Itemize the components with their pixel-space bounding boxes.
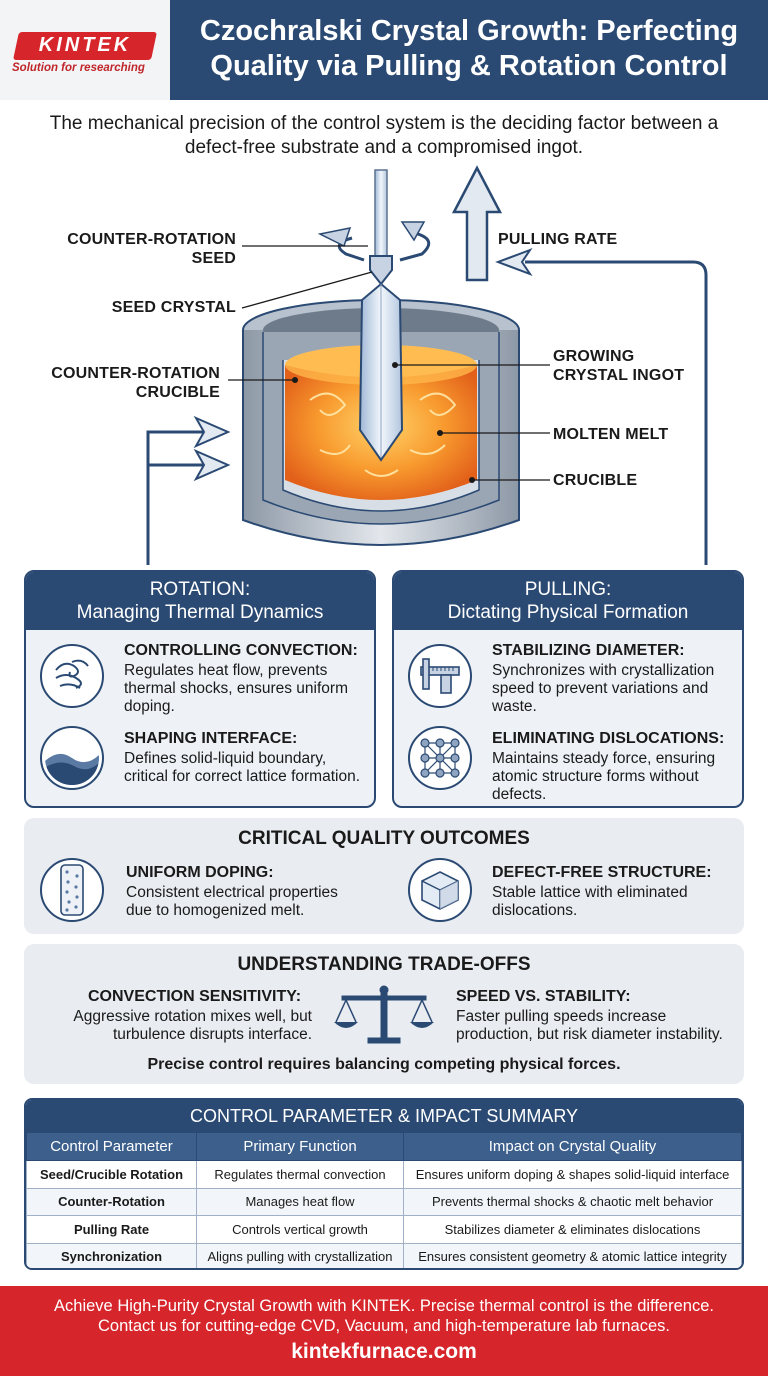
- table-cell: Regulates thermal convection: [196, 1160, 404, 1189]
- table-header-cell: Primary Function: [196, 1132, 404, 1161]
- table-header-cell: Control Parameter: [26, 1132, 197, 1161]
- rotation-subheading: Managing Thermal Dynamics: [76, 602, 324, 623]
- logo-tagline: Solution for researching: [12, 62, 145, 74]
- table-header-cell: Impact on Crystal Quality: [403, 1132, 742, 1161]
- convection-title: CONTROLLING CONVECTION:: [124, 642, 358, 659]
- footer-line-1: Achieve High-Purity Crystal Growth with …: [54, 1297, 714, 1315]
- logo[interactable]: KINTEK Solution for researching: [0, 0, 170, 100]
- rotation-item-interface: SHAPING INTERFACE: Defines solid-liquid …: [26, 720, 374, 804]
- table-cell: Aligns pulling with crystallization: [196, 1242, 404, 1268]
- table-row: Seed/Crucible Rotation Regulates thermal…: [26, 1160, 742, 1189]
- table-row: Pulling Rate Controls vertical growth St…: [26, 1215, 742, 1244]
- label-seed-crystal: SEED CRYSTAL: [111, 299, 236, 316]
- table-cell: Ensures consistent geometry & atomic lat…: [403, 1242, 742, 1268]
- interface-text: Defines solid-liquid boundary, critical …: [124, 750, 361, 785]
- rotation-heading: ROTATION:: [149, 579, 251, 600]
- convection-sensitivity-text: Aggressive rotation mixes well, but turb…: [73, 1008, 312, 1043]
- footer-line-2: Contact us for cutting-edge CVD, Vacuum,…: [98, 1317, 670, 1335]
- header: KINTEK Solution for researching Czochral…: [0, 0, 768, 100]
- rotation-panel-header: ROTATION: Managing Thermal Dynamics: [26, 572, 374, 630]
- speed-stability-title: SPEED VS. STABILITY:: [456, 988, 631, 1005]
- table-cell: Manages heat flow: [196, 1187, 404, 1216]
- summary-table: Control Parameter Primary Function Impac…: [26, 1132, 742, 1268]
- table-cell: Synchronization: [26, 1242, 197, 1268]
- czochralski-diagram: COUNTER-ROTATION SEED SEED CRYSTAL COUNT…: [0, 160, 768, 580]
- pulling-panel: PULLING: Dictating Physical Formation ST…: [392, 570, 744, 808]
- table-row: Synchronization Aligns pulling with crys…: [26, 1242, 742, 1268]
- label-crucible: CRUCIBLE: [553, 472, 638, 489]
- interface-wave-icon: [40, 726, 104, 790]
- table-cell: Counter-Rotation: [26, 1187, 197, 1216]
- pulling-item-dislocations: ELIMINATING DISLOCATIONS: Maintains stea…: [394, 720, 742, 804]
- label-pulling-rate: PULLING RATE: [498, 231, 618, 248]
- balance-scale-icon: [332, 982, 436, 1051]
- logo-text: KINTEK: [38, 34, 132, 56]
- interface-title: SHAPING INTERFACE:: [124, 730, 298, 747]
- page-title: Czochralski Crystal Growth: Perfecting Q…: [170, 0, 768, 100]
- table-cell: Stabilizes diameter & eliminates disloca…: [403, 1215, 742, 1244]
- summary-table-container: CONTROL PARAMETER & IMPACT SUMMARY Contr…: [24, 1098, 744, 1270]
- label-counter-rotation-seed: COUNTER-ROTATION SEED: [67, 231, 236, 267]
- subtitle: The mechanical precision of the control …: [49, 113, 719, 158]
- diagram-illustration: [146, 165, 708, 565]
- defect-free-text: Stable lattice with eliminated dislocati…: [492, 884, 688, 919]
- crystal-cube-icon: [408, 858, 472, 922]
- table-cell: Controls vertical growth: [196, 1215, 404, 1244]
- pulling-subheading: Dictating Physical Formation: [447, 602, 689, 623]
- pulling-heading: PULLING:: [524, 579, 612, 600]
- summary-table-title: CONTROL PARAMETER & IMPACT SUMMARY: [26, 1100, 742, 1132]
- dislocations-title: ELIMINATING DISLOCATIONS:: [492, 730, 725, 747]
- uniform-doping-title: UNIFORM DOPING:: [126, 864, 274, 881]
- defect-free-title: DEFECT-FREE STRUCTURE:: [492, 864, 712, 881]
- convection-swirl-icon: [40, 644, 104, 708]
- uniform-doping-text: Consistent electrical properties due to …: [126, 884, 338, 919]
- table-cell: Prevents thermal shocks & chaotic melt b…: [403, 1187, 742, 1216]
- diameter-text: Synchronizes with crystallization speed …: [492, 662, 715, 715]
- doped-rod-icon: [40, 858, 104, 922]
- dislocations-text: Maintains steady force, ensuring atomic …: [492, 750, 716, 803]
- table-cell: Pulling Rate: [26, 1215, 197, 1244]
- table-header-row: Control Parameter Primary Function Impac…: [26, 1132, 742, 1161]
- rotation-item-convection: CONTROLLING CONVECTION: Regulates heat f…: [26, 634, 374, 718]
- footer-website-link[interactable]: kintekfurnace.com: [291, 1340, 477, 1363]
- footer-banner: Achieve High-Purity Crystal Growth with …: [0, 1286, 768, 1376]
- label-growing-ingot: GROWING CRYSTAL INGOT: [553, 348, 685, 384]
- table-cell: Seed/Crucible Rotation: [26, 1160, 197, 1189]
- convection-text: Regulates heat flow, prevents thermal sh…: [124, 662, 348, 715]
- table-cell: Ensures uniform doping & shapes solid-li…: [403, 1160, 742, 1189]
- pulling-item-diameter: STABILIZING DIAMETER: Synchronizes with …: [394, 634, 742, 718]
- outcomes-heading: CRITICAL QUALITY OUTCOMES: [238, 828, 530, 849]
- caliper-icon: [408, 644, 472, 708]
- table-row: Counter-Rotation Manages heat flow Preve…: [26, 1187, 742, 1216]
- tradeoffs-heading: UNDERSTANDING TRADE-OFFS: [237, 954, 531, 975]
- pulling-panel-header: PULLING: Dictating Physical Formation: [394, 572, 742, 630]
- label-molten-melt: MOLTEN MELT: [553, 426, 669, 443]
- diameter-title: STABILIZING DIAMETER:: [492, 642, 685, 659]
- tradeoffs-note: Precise control requires balancing compe…: [147, 1056, 621, 1073]
- label-counter-rotation-crucible: COUNTER-ROTATION CRUCIBLE: [51, 365, 220, 401]
- outcomes-panel: CRITICAL QUALITY OUTCOMES UNIFORM DOPING…: [24, 818, 744, 934]
- lattice-icon: [408, 726, 472, 790]
- tradeoffs-panel: UNDERSTANDING TRADE-OFFS CONVECTION SENS…: [24, 944, 744, 1084]
- rotation-panel: ROTATION: Managing Thermal Dynamics CONT…: [24, 570, 376, 808]
- convection-sensitivity-title: CONVECTION SENSITIVITY:: [88, 988, 302, 1005]
- speed-stability-text: Faster pulling speeds increase productio…: [456, 1008, 723, 1043]
